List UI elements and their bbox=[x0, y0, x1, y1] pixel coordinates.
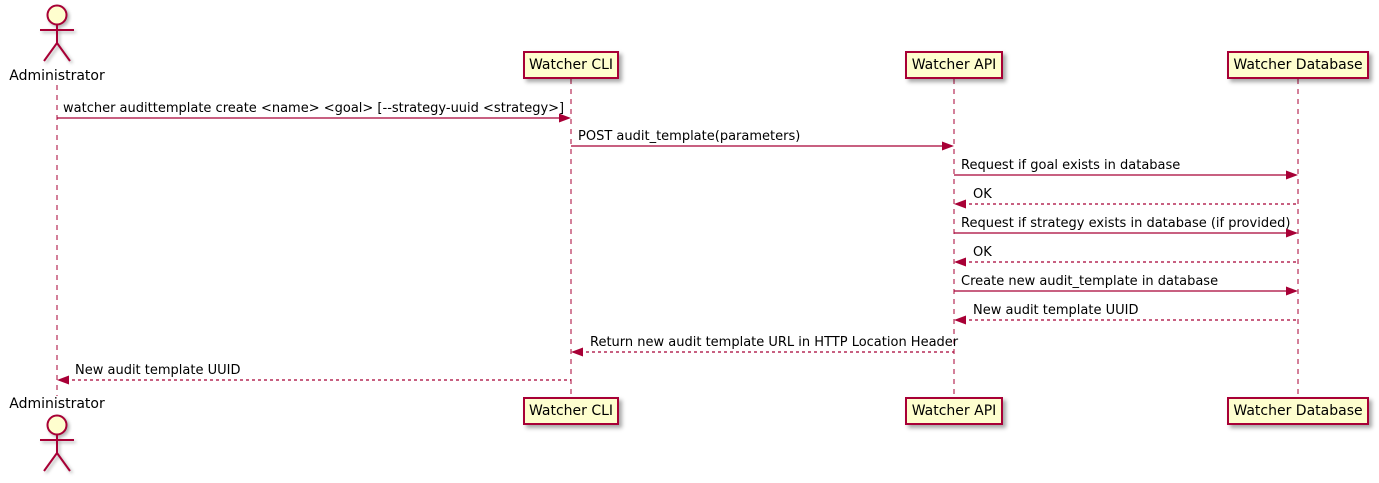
message-label-9: Return new audit template URL in HTTP Lo… bbox=[590, 335, 959, 350]
actor-head bbox=[46, 414, 68, 436]
message-arrow-6 bbox=[954, 257, 1298, 267]
actor-head bbox=[46, 4, 68, 26]
message-arrow-1 bbox=[57, 113, 571, 123]
participant-label: Watcher API bbox=[911, 57, 997, 73]
message-arrow-8 bbox=[954, 315, 1298, 325]
participant-box-watcher-cli-bottom: Watcher CLI bbox=[523, 397, 619, 425]
participant-label: Watcher Database bbox=[1233, 57, 1363, 73]
message-label-10: New audit template UUID bbox=[75, 363, 241, 378]
actor-administrator-figure-top bbox=[40, 4, 74, 62]
participant-label: Watcher Database bbox=[1233, 403, 1363, 419]
message-arrow-9 bbox=[571, 347, 954, 357]
message-label-1: watcher audittemplate create <name> <goa… bbox=[63, 101, 565, 116]
participant-box-watcher-api-bottom: Watcher API bbox=[905, 397, 1003, 425]
actor-label-administrator-bottom: Administrator bbox=[9, 396, 105, 412]
participant-label: Watcher CLI bbox=[528, 57, 614, 73]
message-label-3: Request if goal exists in database bbox=[961, 158, 1181, 173]
message-arrow-10 bbox=[57, 375, 571, 385]
participant-box-watcher-cli-top: Watcher CLI bbox=[523, 51, 619, 79]
message-arrow-4 bbox=[954, 199, 1298, 209]
participant-box-watcher-api-top: Watcher API bbox=[905, 51, 1003, 79]
actor-administrator-figure-bottom bbox=[40, 414, 74, 472]
message-label-5: Request if strategy exists in database (… bbox=[961, 216, 1291, 231]
message-arrow-3 bbox=[954, 170, 1298, 180]
participant-label: Watcher API bbox=[911, 403, 997, 419]
actor-label-administrator-top: Administrator bbox=[9, 68, 105, 84]
message-label-6: OK bbox=[973, 245, 992, 260]
message-arrow-2 bbox=[571, 141, 954, 151]
message-arrow-7 bbox=[954, 286, 1298, 296]
message-label-7: Create new audit_template in database bbox=[961, 274, 1219, 289]
message-label-8: New audit template UUID bbox=[973, 303, 1139, 318]
participant-label: Watcher CLI bbox=[528, 403, 614, 419]
participant-box-watcher-database-bottom: Watcher Database bbox=[1227, 397, 1369, 425]
message-arrow-5 bbox=[954, 228, 1298, 238]
message-label-2: POST audit_template(parameters) bbox=[578, 129, 801, 144]
message-label-4: OK bbox=[973, 187, 992, 202]
participant-box-watcher-database-top: Watcher Database bbox=[1227, 51, 1369, 79]
